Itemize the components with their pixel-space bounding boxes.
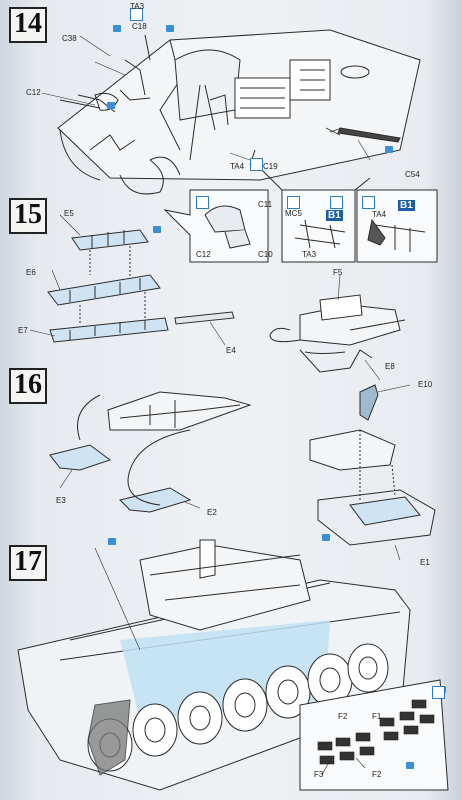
label-e4: E4 xyxy=(226,346,236,355)
marker xyxy=(108,538,116,545)
label-e3: E3 xyxy=(56,496,66,505)
label-c38: C38 xyxy=(62,34,77,43)
decal-icon xyxy=(130,8,143,21)
step-16-number: 16 xyxy=(9,368,47,404)
label-c10: C10 xyxy=(258,250,273,259)
step-14-hull-drawing xyxy=(57,29,421,195)
b1-badge: B1 xyxy=(398,200,415,211)
label-e7: E7 xyxy=(18,326,28,335)
marker xyxy=(166,25,174,32)
marker xyxy=(107,102,115,109)
step-15-callouts xyxy=(163,169,438,263)
label-e8: E8 xyxy=(385,362,395,371)
marker xyxy=(406,762,414,769)
label-c54: C54 xyxy=(405,170,420,179)
paint-icon xyxy=(330,196,343,209)
marker xyxy=(113,25,121,32)
label-e2: E2 xyxy=(207,508,217,517)
step-17-number: 17 xyxy=(9,545,47,581)
step-15-number: 15 xyxy=(9,198,47,234)
label-ta4: TA4 xyxy=(230,162,245,171)
step-15-parts-drawing xyxy=(47,229,235,343)
label-e10: E10 xyxy=(418,380,433,389)
label-c11: C11 xyxy=(258,200,273,209)
marker xyxy=(153,226,161,233)
label-e5: E5 xyxy=(64,209,74,218)
marker xyxy=(322,534,330,541)
label-ta3-b: TA3 xyxy=(302,250,317,259)
step-15-f5-drawing xyxy=(269,294,406,373)
label-c12-b: C12 xyxy=(196,250,211,259)
step-14-number: 14 xyxy=(9,7,47,43)
label-c18: C18 xyxy=(132,22,147,31)
label-f3: F3 xyxy=(314,770,324,779)
label-c12: C12 xyxy=(26,88,41,97)
decal-icon xyxy=(250,158,263,171)
step-16-drawing xyxy=(49,384,436,546)
label-mc5: MC5 xyxy=(285,209,302,218)
glue-icon xyxy=(196,196,209,209)
label-f1: F1 xyxy=(372,712,382,721)
label-f2: F2 xyxy=(338,712,348,721)
label-e6: E6 xyxy=(26,268,36,277)
label-ta3: TA3 xyxy=(130,2,145,11)
glue-icon xyxy=(287,196,300,209)
step-17-drawing xyxy=(17,539,449,791)
paint-icon xyxy=(432,686,445,699)
label-f2-b: F2 xyxy=(372,770,382,779)
marker xyxy=(385,146,393,153)
label-e1: E1 xyxy=(420,558,430,567)
label-ta4-b: TA4 xyxy=(372,210,387,219)
label-f5: F5 xyxy=(333,268,343,277)
label-c19: C19 xyxy=(263,162,278,171)
b1-badge: B1 xyxy=(326,210,343,221)
glue-icon xyxy=(362,196,375,209)
